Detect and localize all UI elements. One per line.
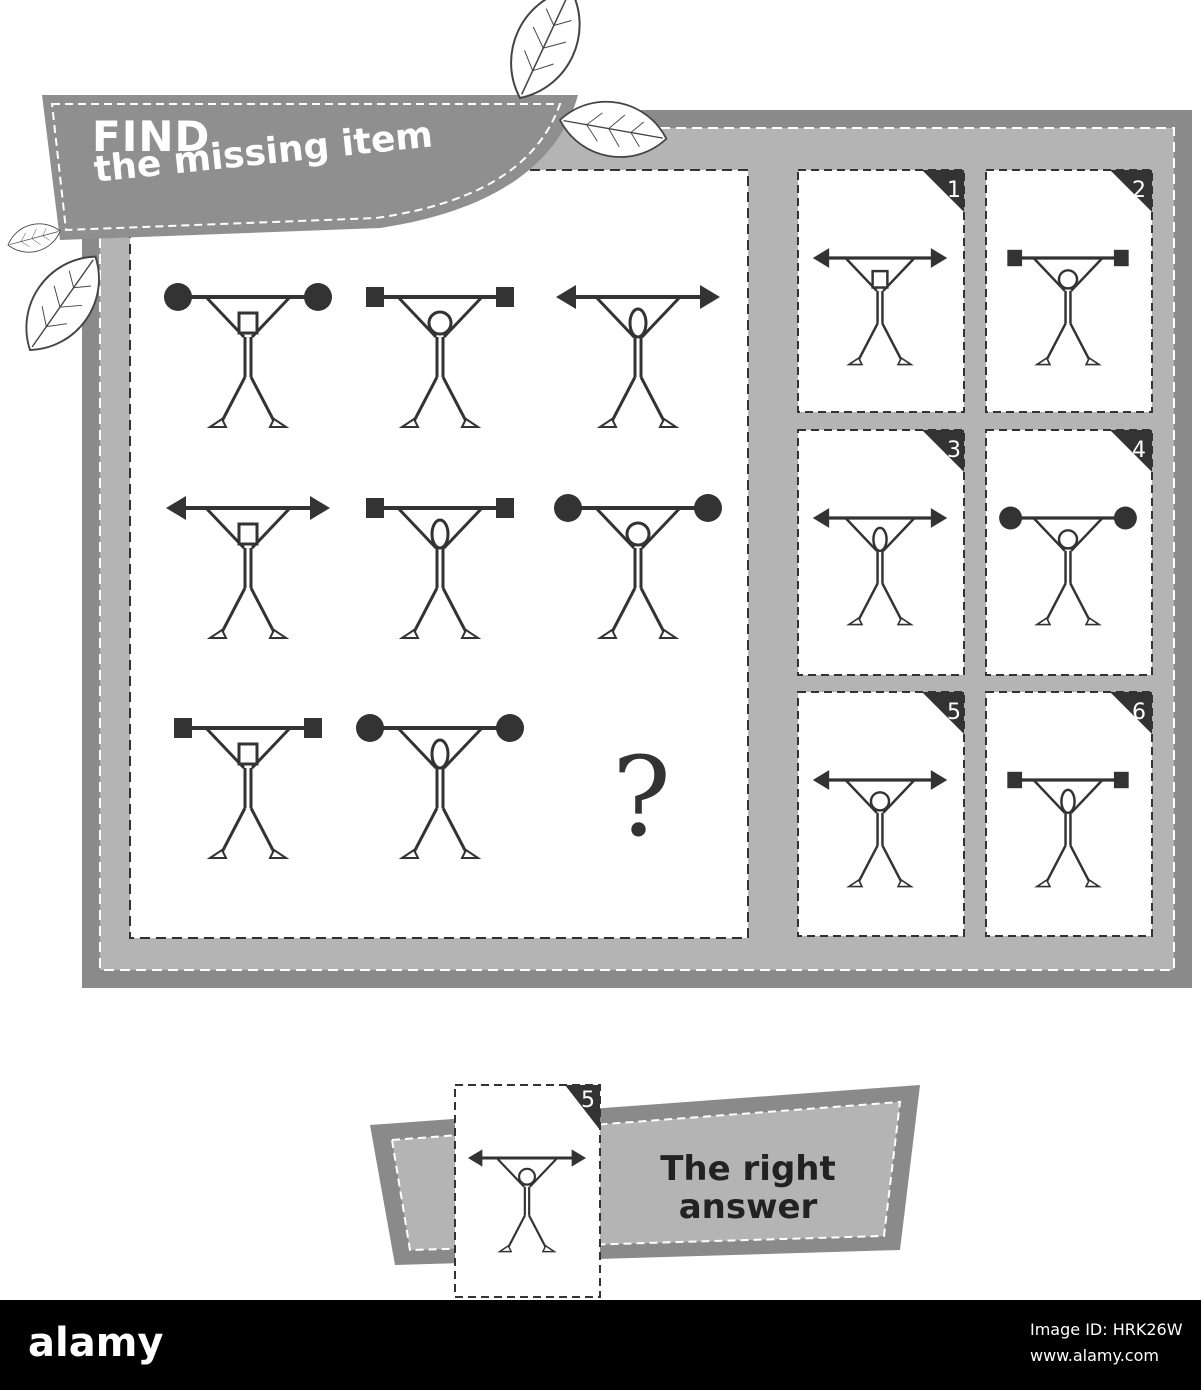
- answer-card: [454, 1084, 601, 1298]
- missing-item-question-mark: ?: [612, 733, 671, 861]
- option-number-2: 2: [1132, 178, 1146, 203]
- footer-bar: [0, 1300, 1201, 1390]
- image-id: Image ID: HRK26W: [1030, 1320, 1183, 1339]
- site-url: www.alamy.com: [1030, 1346, 1159, 1365]
- option-number-1: 1: [947, 178, 961, 203]
- title-find: FIND: [92, 112, 211, 161]
- option-number-6: 6: [1132, 700, 1146, 725]
- answer-label: The right answer: [660, 1149, 836, 1227]
- option-number-5: 5: [947, 700, 961, 725]
- answer-number: 5: [581, 1088, 595, 1113]
- alamy-logo: alamy: [28, 1320, 164, 1366]
- option-number-3: 3: [947, 438, 961, 463]
- option-cards: [797, 169, 1153, 937]
- option-number-4: 4: [1132, 438, 1146, 463]
